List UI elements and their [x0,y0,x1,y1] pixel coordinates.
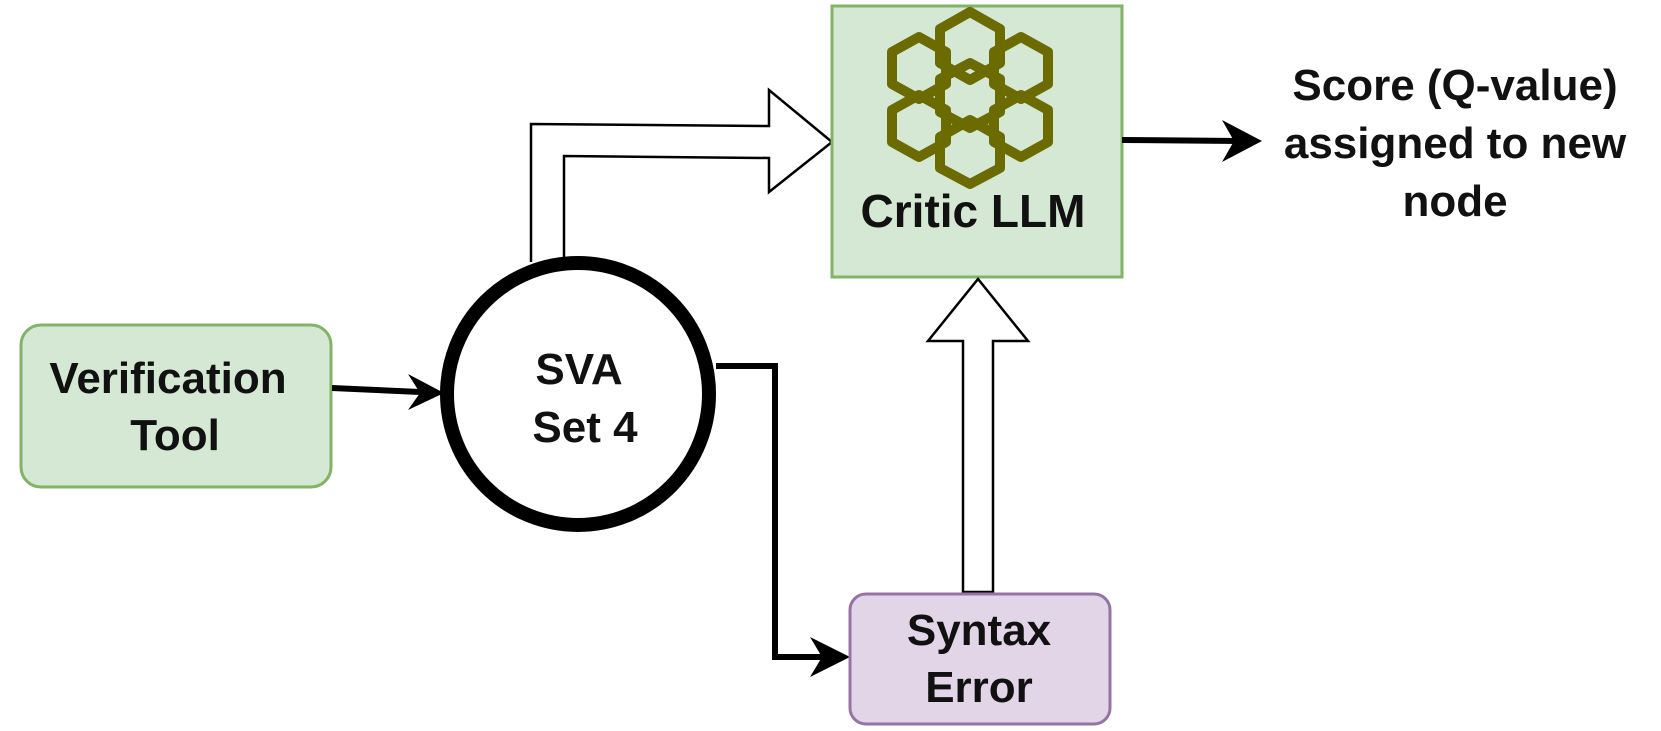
verification-tool-label-line1: Verification [49,354,286,403]
hollow-arrow-syntax-to-critic [925,277,1031,594]
critic-llm-box [830,4,1124,279]
score-output-line2: assigned to new [1284,119,1627,168]
sva-set-node: SVA Set 4 [440,256,716,532]
arrow-sva-to-syntax-error [716,363,850,677]
critic-llm-node: Critic LLM [830,4,1124,279]
verification-tool-box [19,323,333,489]
sva-set-label-line2: Set 4 [532,403,638,452]
llm-network-icon [887,7,1053,189]
hollow-arrow-sva-to-critic [529,87,834,262]
score-output-line3: node [1402,177,1507,226]
sva-set-circle [440,256,716,532]
critic-llm-label: Critic LLM [861,185,1086,237]
arrow-sva-to-syntax-error-head [810,637,850,677]
syntax-error-box [848,592,1112,726]
arrow-critic-to-score-head [1222,120,1262,162]
verification-tool-node: Verification Tool [19,323,333,489]
sva-set-label-line1: SVA [535,345,622,394]
arrow-critic-to-score [1121,120,1262,162]
syntax-error-node: Syntax Error [848,592,1112,726]
syntax-error-label-line1: Syntax [907,606,1052,655]
arrow-verification-to-sva-head [408,374,444,410]
score-output-line1: Score (Q-value) [1292,61,1617,110]
score-output-text: Score (Q-value) assigned to new node [1284,61,1627,226]
verification-tool-label-line2: Tool [130,411,220,460]
arrow-verification-to-sva [331,374,444,410]
syntax-error-label-line2: Error [925,663,1033,712]
